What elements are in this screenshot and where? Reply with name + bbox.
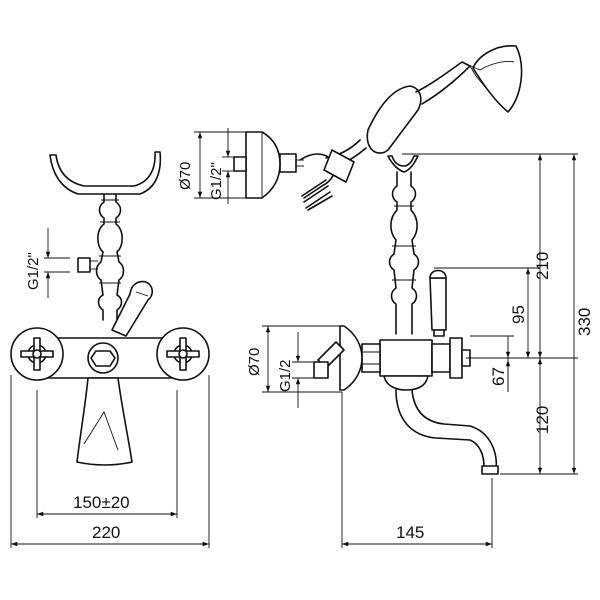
dim-67-label: 67 <box>489 367 508 386</box>
hose-coil <box>301 179 333 211</box>
shower-wall-elbow-stub <box>279 153 297 173</box>
front-handle-right <box>166 337 200 371</box>
side-body-lower <box>383 375 429 391</box>
front-column <box>95 193 125 321</box>
dim-150-label: 150±20 <box>73 493 130 512</box>
shower-handle <box>366 85 422 154</box>
hand-shower-top-view <box>194 45 523 211</box>
shower-holder-cradle <box>49 151 162 195</box>
front-g-half-label: G1/2" <box>25 252 42 290</box>
shower-wall-flange <box>245 131 281 199</box>
side-hex-nut <box>361 343 381 373</box>
top-dia70-label: Ø70 <box>177 162 194 190</box>
top-g-half-label: G1/2" <box>208 162 225 200</box>
front-hex-nut <box>90 350 116 367</box>
hose-connector-nut <box>323 149 355 183</box>
dim-210-label: 210 <box>533 252 552 280</box>
side-wall-flange <box>339 325 363 391</box>
side-column <box>388 171 420 335</box>
front-outlet-stub <box>77 257 91 273</box>
dim-95-label: 95 <box>509 305 528 324</box>
side-holder-cradle <box>387 155 419 173</box>
dim-120-label: 120 <box>533 406 552 434</box>
front-view <box>10 151 210 548</box>
front-spout <box>76 377 133 466</box>
shower-head <box>472 45 523 113</box>
side-spout-tip <box>481 465 499 475</box>
side-lever <box>429 277 447 331</box>
shower-outlet-stub <box>233 156 247 172</box>
side-spout <box>395 389 498 471</box>
side-view <box>262 153 578 548</box>
dim-330-label: 330 <box>575 308 594 336</box>
side-dia70-label: Ø70 <box>246 348 263 376</box>
front-handle-left <box>20 337 54 371</box>
side-g-half-label: G1/2 <box>277 359 294 392</box>
dim-220-label: 220 <box>92 523 120 542</box>
front-diverter-lever <box>111 280 154 337</box>
side-body <box>379 339 433 377</box>
side-handle-hub <box>431 343 451 373</box>
dim-145-label: 145 <box>396 523 424 542</box>
side-handle-cross <box>449 337 463 379</box>
